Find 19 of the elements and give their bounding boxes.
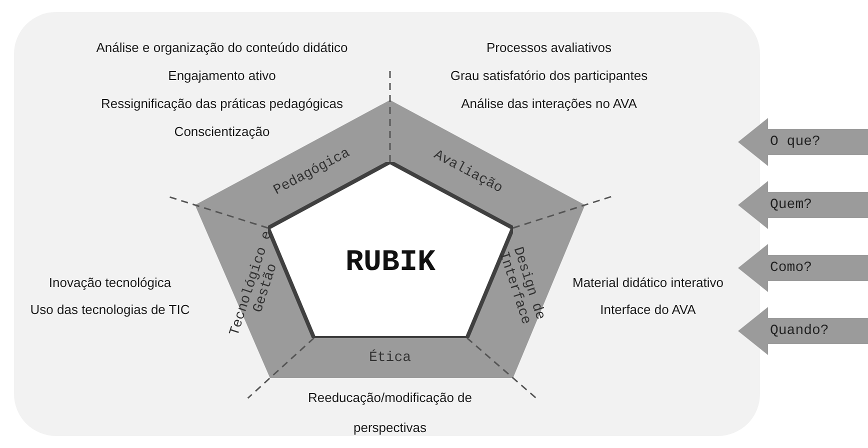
aspect-text: Grau satisfatório dos participantes [450, 68, 648, 84]
question-label: Quando? [770, 322, 829, 340]
aspect-text: Reeducação/modificação de [308, 390, 472, 406]
aspect-text: Análise e organização do conteúdo didático [96, 40, 348, 56]
aspect-text: perspectivas [354, 420, 426, 436]
segment-label: Ética [368, 350, 411, 366]
aspect-text: Material didático interativo [572, 275, 724, 291]
aspect-text: Engajamento ativo [168, 68, 276, 84]
aspect-text: Análise das interações no AVA [461, 96, 637, 112]
center-title: RUBIK [344, 248, 436, 278]
question-label: Como? [770, 259, 812, 277]
question-label: Quem? [770, 196, 812, 214]
aspect-text: Inovação tecnológica [48, 275, 172, 291]
question-label: O que? [770, 133, 820, 151]
aspect-text: Ressignificação das práticas pedagógicas [100, 96, 344, 112]
aspect-text: Uso das tecnologias de TIC [30, 302, 190, 318]
aspect-text: Conscientização [174, 124, 270, 140]
aspect-text: Interface do AVA [600, 302, 696, 318]
aspect-text: Processos avaliativos [486, 40, 612, 56]
